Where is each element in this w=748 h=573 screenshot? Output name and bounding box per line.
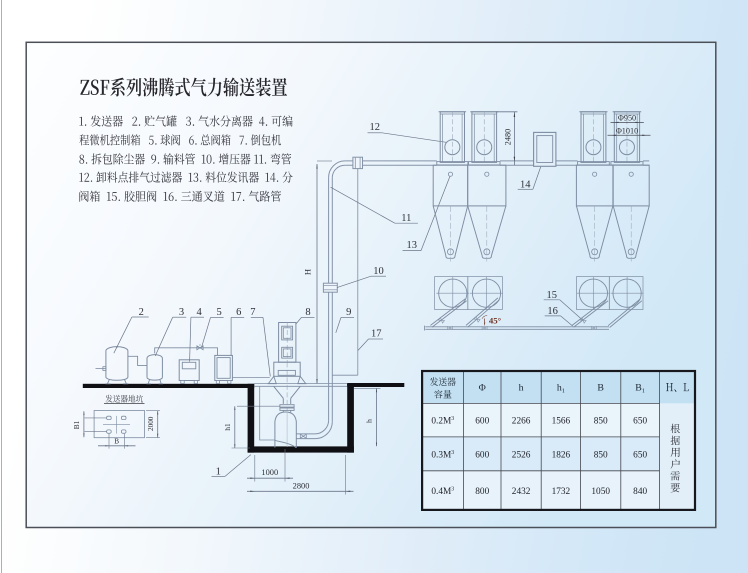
svg-text:650: 650	[633, 450, 647, 460]
svg-text:2800: 2800	[293, 482, 310, 491]
svg-text:12: 12	[370, 122, 381, 133]
svg-text:1732: 1732	[552, 487, 571, 497]
svg-text:B1: B1	[73, 420, 81, 429]
svg-text:2432: 2432	[512, 487, 531, 497]
svg-text:800: 800	[475, 487, 489, 497]
svg-text:14: 14	[520, 179, 531, 190]
svg-text:0.2M3: 0.2M3	[431, 416, 454, 426]
svg-text:4: 4	[196, 307, 202, 318]
svg-text:11: 11	[401, 213, 411, 224]
svg-text:0.4M3: 0.4M3	[431, 486, 454, 496]
svg-text:7: 7	[250, 307, 255, 318]
svg-text:600: 600	[475, 450, 489, 460]
svg-text:10: 10	[373, 266, 384, 277]
svg-text:h: h	[364, 419, 373, 423]
svg-text:45°: 45°	[489, 316, 502, 326]
svg-text:5: 5	[216, 307, 221, 318]
svg-text:17: 17	[371, 329, 382, 340]
svg-text:2: 2	[139, 307, 144, 318]
svg-text:8: 8	[305, 307, 310, 318]
svg-text:3: 3	[179, 307, 184, 318]
svg-text:h1: h1	[557, 382, 565, 394]
svg-text:13: 13	[406, 240, 417, 251]
svg-text:650: 650	[633, 417, 647, 427]
svg-text:0.3M3: 0.3M3	[431, 450, 454, 460]
svg-text:2526: 2526	[512, 450, 531, 460]
svg-text:1826: 1826	[552, 450, 571, 460]
svg-text:840: 840	[633, 487, 647, 497]
svg-text:2266: 2266	[512, 417, 531, 427]
svg-text:6: 6	[236, 307, 241, 318]
svg-text:1000: 1000	[261, 468, 278, 477]
svg-text:850: 850	[594, 417, 608, 427]
svg-text:H: H	[303, 269, 313, 275]
svg-text:Φ950: Φ950	[618, 114, 636, 123]
svg-text:2480: 2480	[503, 129, 512, 145]
svg-text:1: 1	[216, 467, 221, 478]
svg-text:1050: 1050	[591, 487, 610, 497]
svg-text:15: 15	[546, 290, 557, 301]
svg-text:h: h	[519, 382, 524, 393]
svg-text:850: 850	[594, 450, 608, 460]
svg-text:9: 9	[346, 307, 351, 318]
svg-text:600: 600	[475, 417, 489, 427]
svg-text:Φ1010: Φ1010	[616, 127, 638, 136]
svg-text:2000: 2000	[147, 416, 155, 431]
svg-text:B: B	[597, 382, 604, 393]
svg-text:B1: B1	[635, 382, 645, 394]
svg-text:h1: h1	[224, 423, 232, 431]
svg-text:1566: 1566	[552, 417, 571, 427]
svg-text:16: 16	[547, 306, 558, 317]
svg-text:B: B	[114, 438, 119, 446]
svg-text:Φ: Φ	[479, 382, 486, 393]
